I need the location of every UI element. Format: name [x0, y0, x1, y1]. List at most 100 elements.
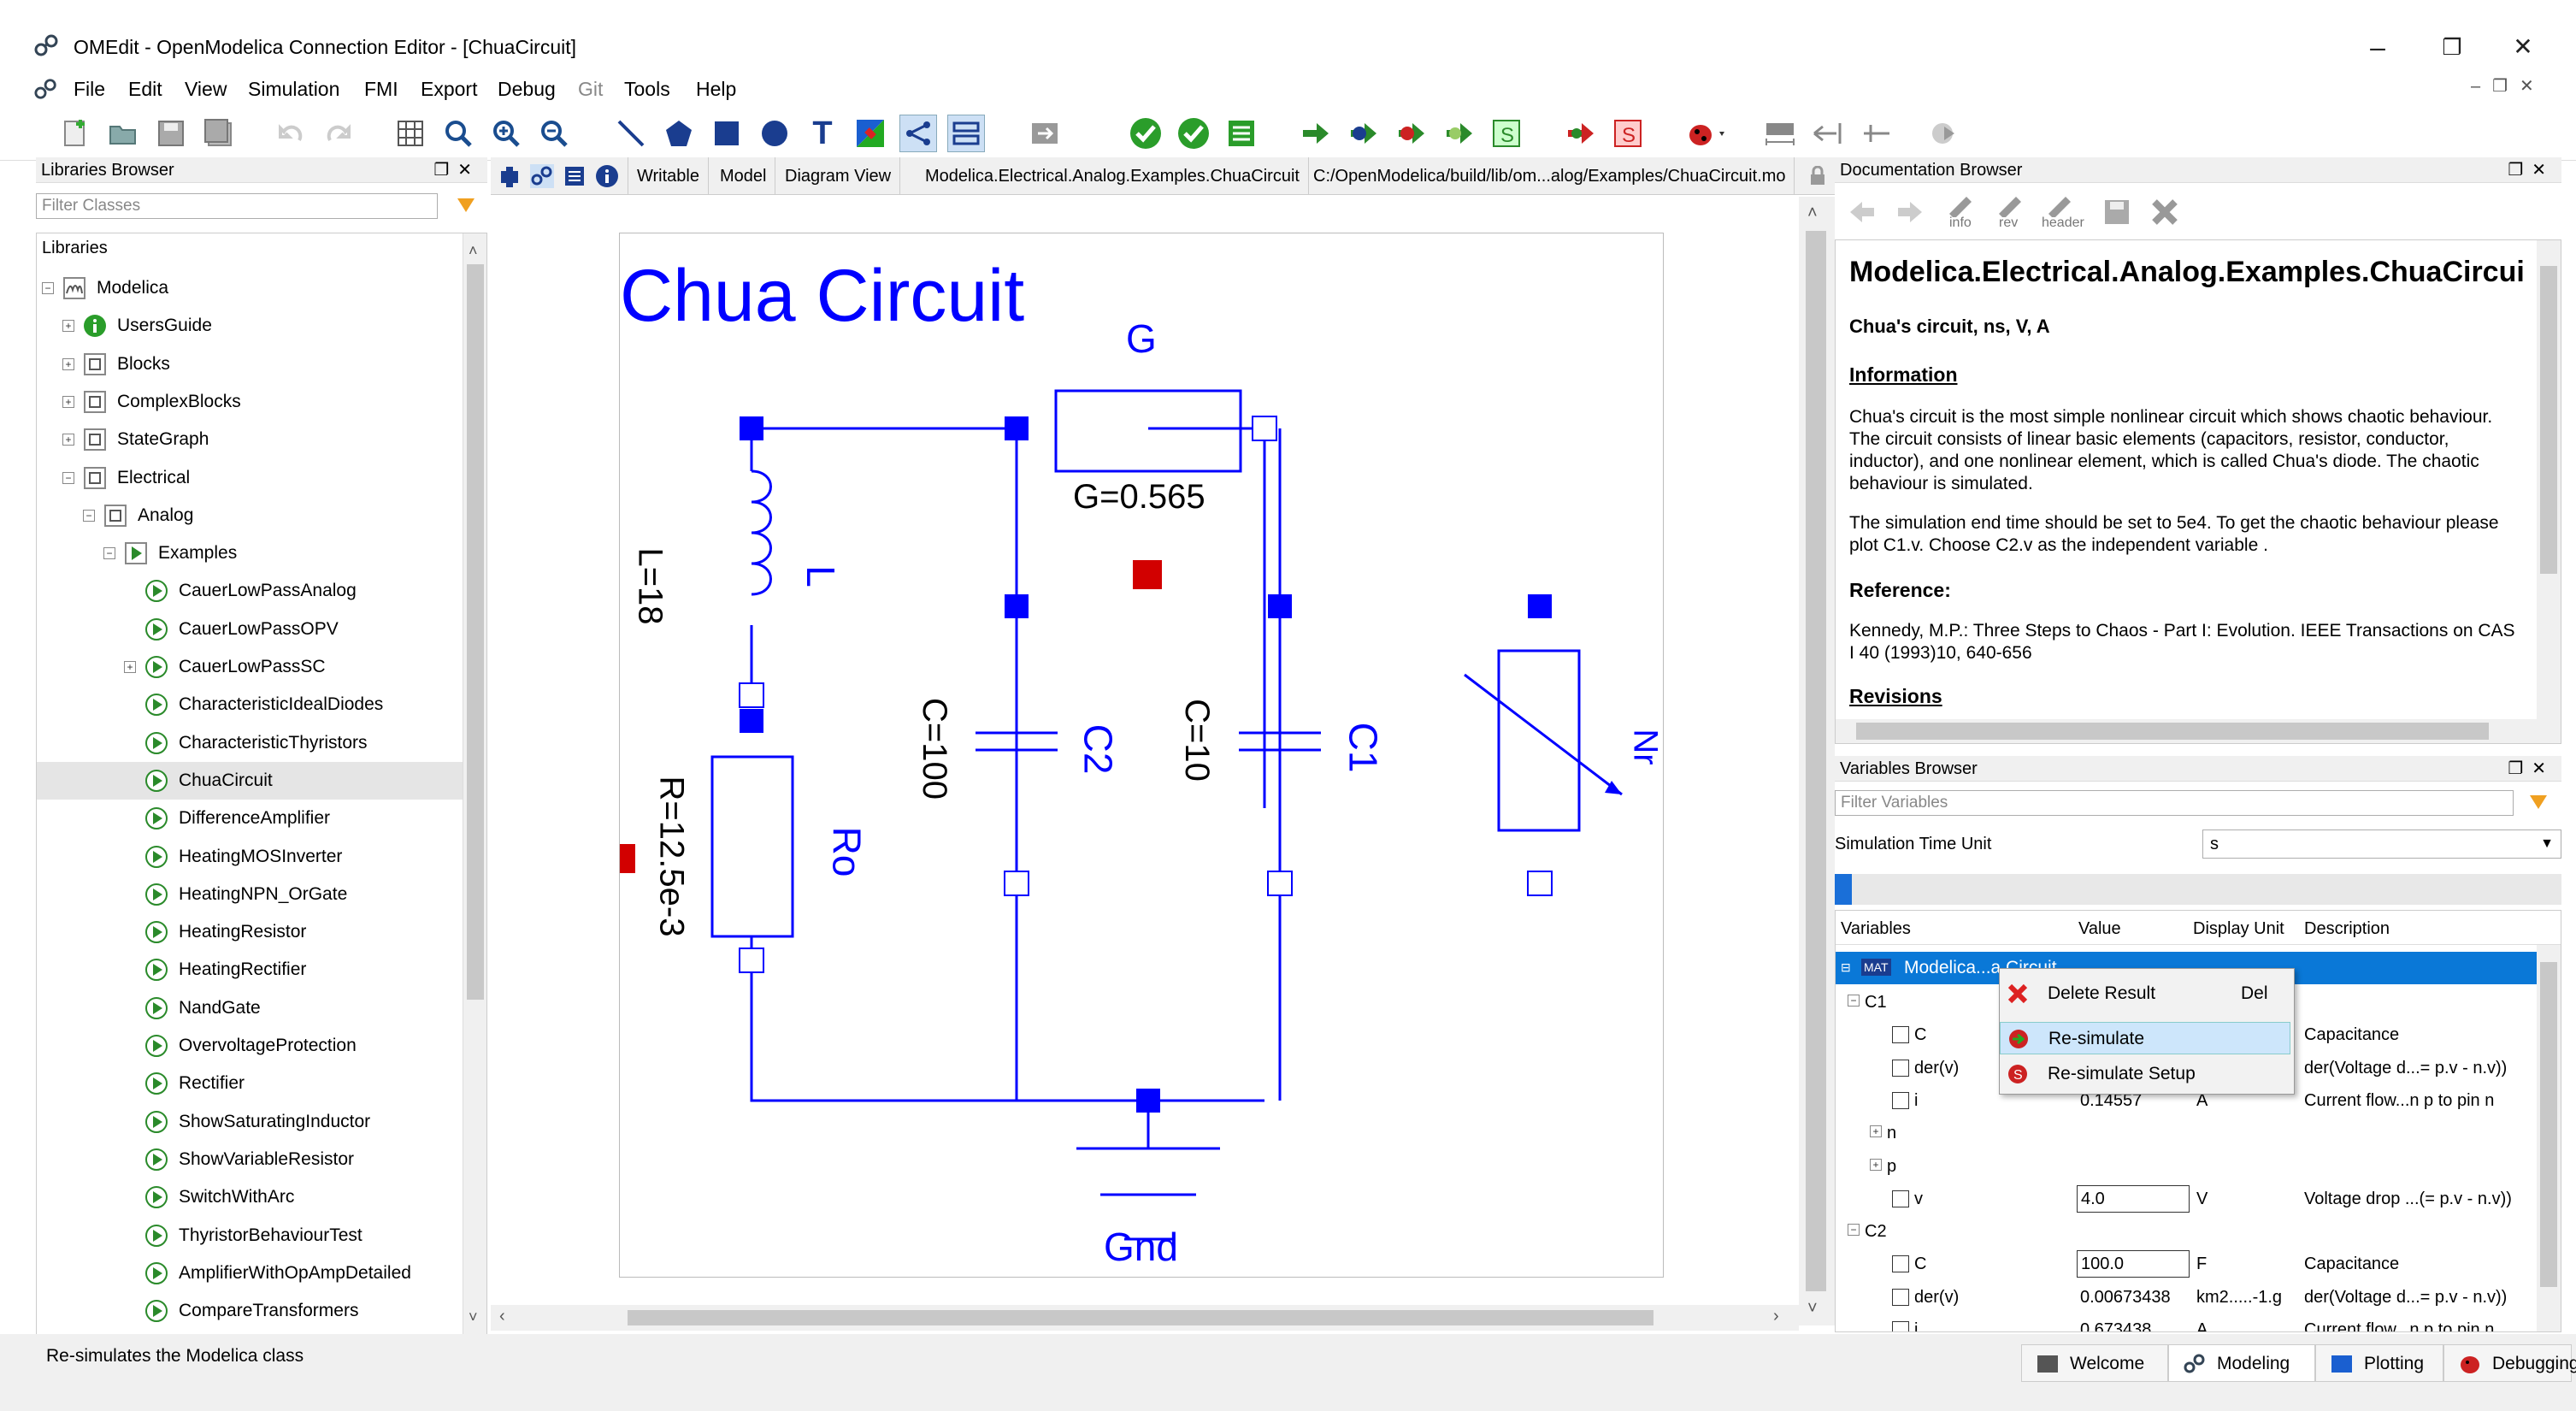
- panel-float-close-icon[interactable]: ❐✕: [433, 161, 480, 180]
- variables-scroll-thumb[interactable]: [2540, 962, 2557, 1287]
- zoom-out-icon[interactable]: [535, 115, 573, 152]
- re-simulate-icon[interactable]: [1561, 115, 1599, 152]
- tree-item-showsaturatinginductor[interactable]: ShowSaturatingInductor: [37, 1103, 463, 1141]
- time-slider-handle[interactable]: [1835, 874, 1852, 905]
- filter-variables-options-icon[interactable]: [2527, 792, 2549, 814]
- conductor-g-body[interactable]: [1054, 389, 1242, 473]
- menu-item-re-simulate-setup[interactable]: S Re-simulate Setup: [2000, 1058, 2290, 1090]
- documentation-view-icon[interactable]: [595, 164, 619, 188]
- connector-ro-n[interactable]: [739, 948, 764, 973]
- save-all-icon[interactable]: [200, 115, 238, 152]
- ellipse-tool-icon[interactable]: [756, 115, 793, 152]
- interactive-simulation-icon[interactable]: [1026, 115, 1064, 152]
- collapse-toggle-icon[interactable]: −: [62, 471, 74, 484]
- connector-red-ro-heat[interactable]: [620, 844, 635, 873]
- circuit-schematic[interactable]: [620, 233, 1665, 1278]
- tree-item-examples[interactable]: −Examples: [37, 534, 463, 572]
- polygon-tool-icon[interactable]: [660, 115, 698, 152]
- tree-item-blocks[interactable]: +Blocks: [37, 345, 463, 383]
- simulation-setup-icon[interactable]: S: [1488, 115, 1525, 152]
- doc-vscroll-thumb[interactable]: [2540, 266, 2557, 574]
- menu-help[interactable]: Help: [696, 78, 737, 100]
- filter-classes-input[interactable]: Filter Classes: [36, 193, 438, 219]
- simulate-with-algorithmic-debugger-icon[interactable]: [1392, 115, 1429, 152]
- open-folder-icon[interactable]: [104, 115, 142, 152]
- variable-row[interactable]: −C2: [1836, 1215, 2537, 1248]
- redo-icon[interactable]: [320, 115, 357, 152]
- resistor-ro-body[interactable]: [710, 755, 794, 938]
- col-variables[interactable]: Variables: [1841, 919, 1911, 938]
- expand-toggle-icon[interactable]: +: [62, 434, 74, 446]
- align-right-icon[interactable]: [1857, 115, 1895, 152]
- collapse-toggle-icon[interactable]: −: [83, 509, 95, 522]
- variable-checkbox[interactable]: [1892, 1059, 1909, 1077]
- doc-panel-float-close-icon[interactable]: ❐✕: [2508, 161, 2555, 180]
- zoom-fit-icon[interactable]: [439, 115, 477, 152]
- filter-variables-input[interactable]: Filter Variables: [1835, 790, 2514, 816]
- variable-row[interactable]: −C1: [1836, 986, 2537, 1018]
- rectangle-tool-icon[interactable]: [708, 115, 746, 152]
- col-display-unit[interactable]: Display Unit: [2193, 919, 2284, 938]
- tree-item-electrical[interactable]: −Electrical: [37, 459, 463, 497]
- bitmap-tool-icon[interactable]: [852, 115, 889, 152]
- connector-gnd[interactable]: [1136, 1089, 1160, 1113]
- tree-item-heatingrectifier[interactable]: HeatingRectifier: [37, 951, 463, 989]
- canvas-hscroll-thumb[interactable]: [628, 1310, 1653, 1325]
- connector-g-n[interactable]: [1252, 416, 1277, 441]
- tree-item-characteristicidealdiodes[interactable]: CharacteristicIdealDiodes: [37, 686, 463, 723]
- variable-checkbox[interactable]: [1892, 1321, 1909, 1331]
- expand-toggle-icon[interactable]: +: [124, 661, 136, 673]
- tree-item-cauerlowpassanalog[interactable]: CauerLowPassAnalog: [37, 572, 463, 610]
- tree-item-heatingmosinverter[interactable]: HeatingMOSInverter: [37, 838, 463, 876]
- nonlinear-resistor-nr-body[interactable]: [1497, 649, 1581, 832]
- expand-toggle-icon[interactable]: +: [62, 357, 74, 370]
- tree-item-complexblocks[interactable]: +ComplexBlocks: [37, 383, 463, 421]
- tree-item-analog[interactable]: −Analog: [37, 497, 463, 534]
- time-slider[interactable]: [1835, 874, 2561, 905]
- forward-arrow-icon[interactable]: [1895, 197, 1925, 227]
- canvas-scroll-down-icon[interactable]: ˅: [1807, 1299, 1818, 1318]
- zoom-in-icon[interactable]: [487, 115, 525, 152]
- menu-edit[interactable]: Edit: [128, 78, 162, 100]
- grid-icon[interactable]: [392, 115, 429, 152]
- restore-button[interactable]: ❐: [2442, 34, 2462, 60]
- tree-item-chuacircuit[interactable]: ChuaCircuit: [37, 761, 463, 800]
- expand-toggle-icon[interactable]: +: [62, 320, 74, 333]
- connector-ro-p[interactable]: [740, 709, 763, 733]
- perspective-welcome[interactable]: Welcome: [2021, 1344, 2168, 1382]
- scroll-down-icon[interactable]: ˅: [469, 1308, 478, 1325]
- connector-l-p[interactable]: [740, 416, 763, 440]
- edit-revisions-icon[interactable]: rev: [1992, 192, 2033, 233]
- tree-item-amplifierwithopampdetailed[interactable]: AmplifierWithOpAmpDetailed: [37, 1255, 463, 1292]
- expand-toggle-icon[interactable]: +: [62, 395, 74, 408]
- col-description[interactable]: Description: [2304, 919, 2390, 938]
- filter-options-icon[interactable]: [455, 195, 477, 217]
- variable-value-input[interactable]: 4.0: [2077, 1184, 2190, 1213]
- new-file-icon[interactable]: [56, 115, 94, 152]
- tree-item-showvariableresistor[interactable]: ShowVariableResistor: [37, 1141, 463, 1178]
- tree-item-usersguide[interactable]: +UsersGuide: [37, 307, 463, 345]
- tree-item-heatingresistor[interactable]: HeatingResistor: [37, 913, 463, 951]
- expand-toggle-icon[interactable]: +: [1870, 1125, 1882, 1138]
- variable-checkbox[interactable]: [1892, 1026, 1909, 1044]
- libraries-scroll-thumb[interactable]: [467, 264, 484, 1000]
- perspective-plotting[interactable]: Plotting: [2315, 1344, 2443, 1382]
- re-simulate-setup-icon[interactable]: S: [1609, 115, 1647, 152]
- inductor-l-coil[interactable]: [751, 469, 772, 596]
- line-tool-icon[interactable]: [612, 115, 650, 152]
- connector-red-g-heat[interactable]: [1133, 560, 1162, 589]
- tree-item-overvoltageprotection[interactable]: OvervoltageProtection: [37, 1027, 463, 1065]
- result-collapse-toggle[interactable]: ⊟: [1841, 960, 1851, 974]
- tree-item-thyristorbehaviourtest[interactable]: ThyristorBehaviourTest: [37, 1217, 463, 1255]
- menu-simulation[interactable]: Simulation: [248, 78, 340, 100]
- minimize-button[interactable]: –: [2370, 32, 2385, 62]
- collapse-toggle-icon[interactable]: −: [42, 282, 54, 294]
- variable-checkbox[interactable]: [1892, 1091, 1909, 1109]
- tree-item-heatingnpn_orgate[interactable]: HeatingNPN_OrGate: [37, 876, 463, 913]
- menu-item-re-simulate[interactable]: Re-simulate: [2000, 1022, 2290, 1054]
- menu-item-delete-result[interactable]: Delete Result Del: [2000, 977, 2290, 1010]
- expand-toggle-icon[interactable]: +: [1870, 1158, 1882, 1171]
- menu-git[interactable]: Git: [578, 78, 604, 100]
- tree-item-cauerlowpassopv[interactable]: CauerLowPassOPV: [37, 611, 463, 648]
